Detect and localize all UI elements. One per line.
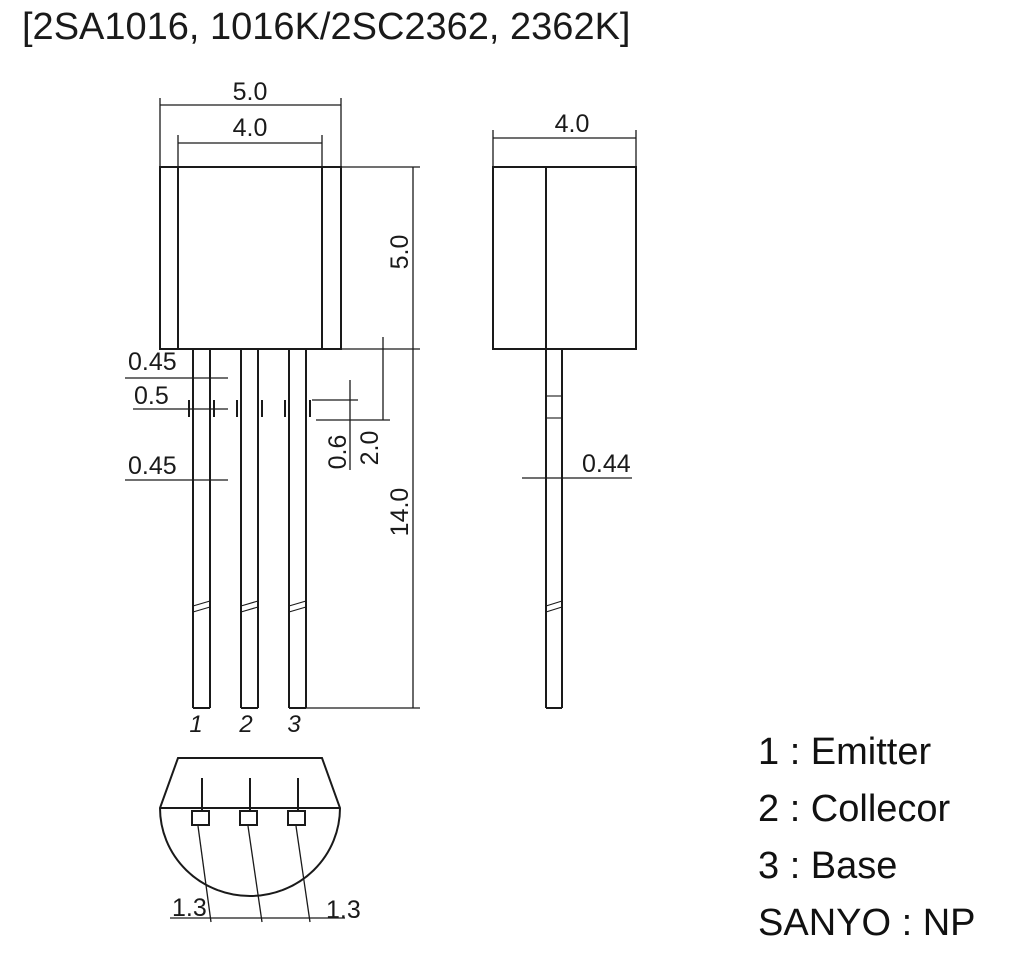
pin-number-1: 1 (189, 711, 202, 738)
pin-legend: 1 : Emitter 2 : Collecor 3 : Base SANYO … (758, 724, 976, 952)
pin-pad-1 (191, 810, 210, 826)
pin-number-3: 3 (287, 711, 301, 738)
dim-lead-width-top: 0.45 (128, 348, 177, 376)
bottom-outline (158, 757, 342, 897)
legend-maker: SANYO : NP (758, 902, 976, 944)
side-view: 4.0 0.44 (492, 110, 637, 709)
dim-shoulder-length: 2.0 (356, 431, 384, 466)
dim-side-width: 4.0 (555, 110, 590, 138)
dim-body-width: 5.0 (233, 78, 268, 106)
bottom-view: 1.3 1.3 (158, 757, 361, 924)
dim-step-length: 0.6 (324, 435, 352, 470)
legend-collector: 2 : Collecor (758, 788, 951, 830)
dim-pitch-right: 1.3 (326, 896, 361, 924)
page-title: [2SA1016, 1016K/2SC2362, 2362K] (22, 6, 631, 48)
dim-lead-width-low: 0.45 (128, 452, 177, 480)
pin-pad-3 (287, 810, 306, 826)
pin-pad-2 (239, 810, 258, 826)
legend-emitter: 1 : Emitter (758, 731, 932, 773)
dim-side-lead: 0.44 (582, 450, 631, 478)
front-leads (188, 349, 311, 709)
dim-lead-length: 14.0 (386, 488, 414, 537)
dim-lead-width-mid: 0.5 (134, 382, 169, 410)
dim-body-height: 5.0 (386, 235, 414, 270)
dim-inner-width: 4.0 (233, 114, 268, 142)
side-body (492, 166, 637, 350)
front-body (159, 166, 342, 350)
dim-pitch-left: 1.3 (172, 894, 207, 922)
pin-number-2: 2 (238, 711, 252, 738)
legend-base: 3 : Base (758, 845, 898, 887)
front-view: 5.0 4.0 5.0 14.0 2.0 0.6 0.45 0.5 0.45 1 (125, 78, 420, 738)
